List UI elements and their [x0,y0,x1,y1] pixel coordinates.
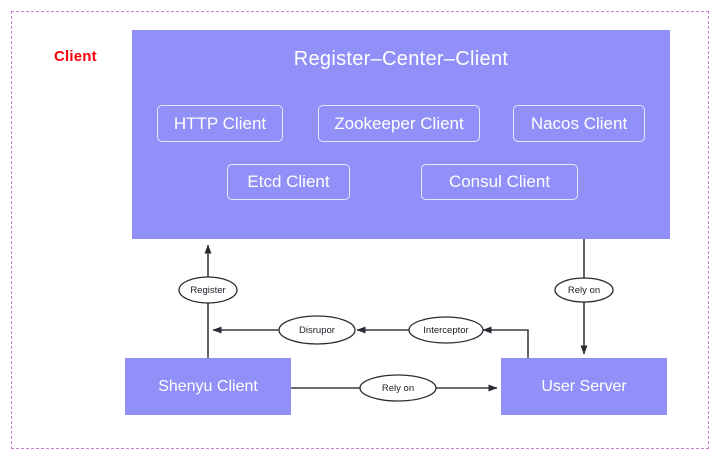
client-boundary-label: Client [54,48,97,65]
chip-http-client[interactable]: HTTP Client [157,105,283,142]
client-boundary-box [11,11,709,449]
chip-nacos-client[interactable]: Nacos Client [513,105,645,142]
chip-zookeeper-client[interactable]: Zookeeper Client [318,105,480,142]
register-center-client-title: Register–Center–Client [293,48,509,70]
register-center-client-panel: Register–Center–Client [132,30,670,239]
node-shenyu-client[interactable]: Shenyu Client [125,358,291,415]
chip-etcd-client[interactable]: Etcd Client [227,164,350,200]
node-user-server[interactable]: User Server [501,358,667,415]
chip-consul-client[interactable]: Consul Client [421,164,578,200]
